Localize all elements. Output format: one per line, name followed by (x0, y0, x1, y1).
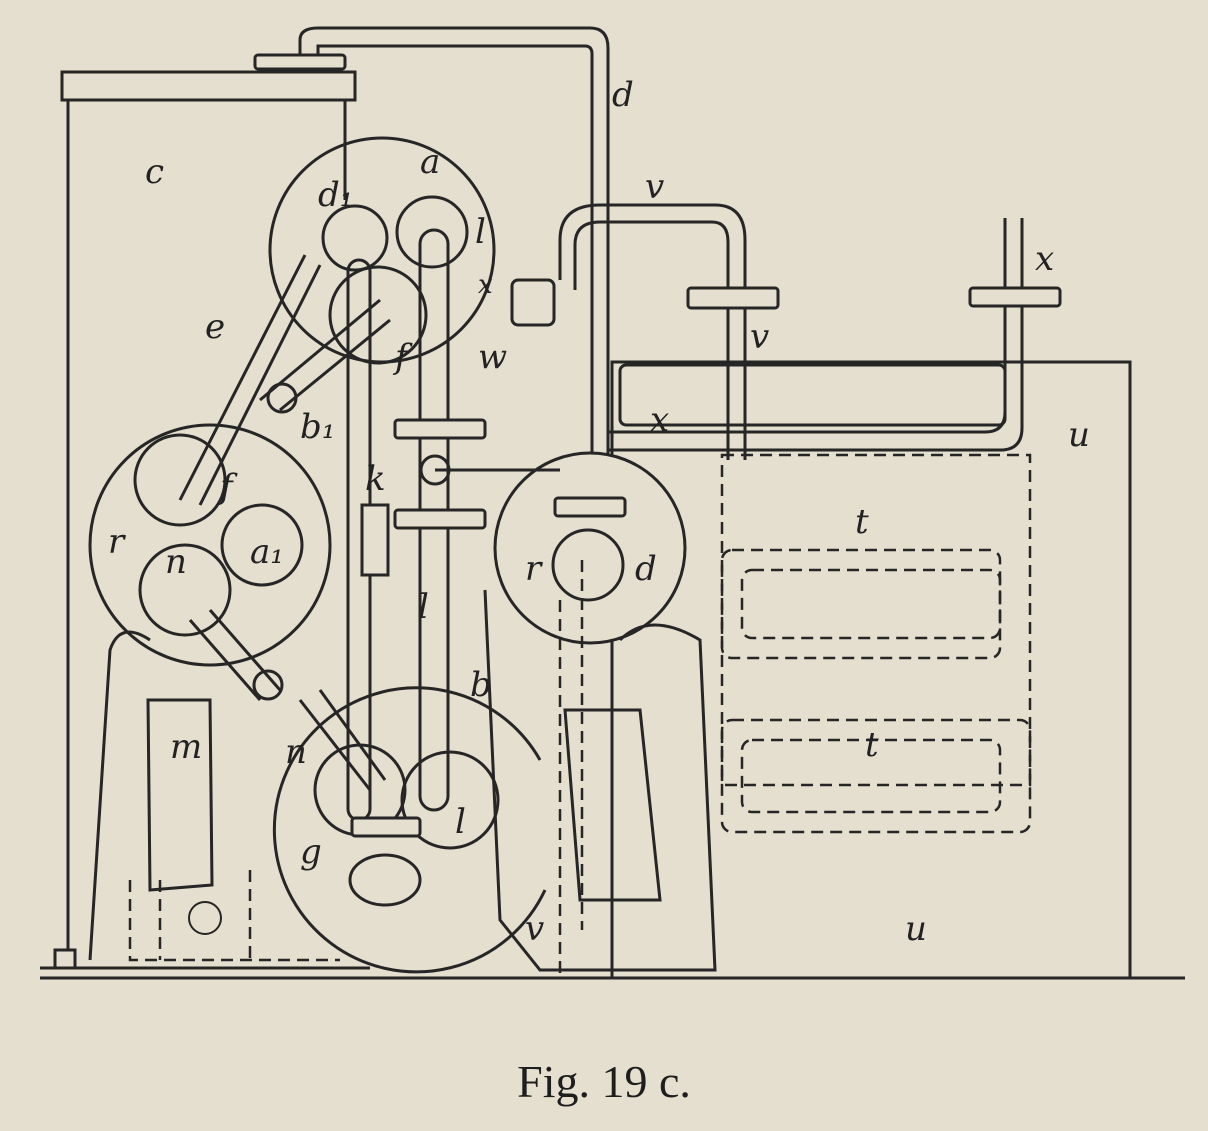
label-m: m (170, 727, 203, 767)
label-u-top: u (1068, 415, 1090, 455)
label-k: k (365, 459, 386, 499)
label-f-top: f (395, 337, 408, 377)
label-b1: b₁ (300, 407, 336, 447)
label-a: a (420, 142, 441, 182)
label-l-mid: l (418, 587, 429, 627)
label-r-right: r (525, 549, 542, 589)
label-x-small: x (478, 270, 493, 300)
label-n-left: n (165, 542, 187, 582)
label-l-low: l (455, 802, 466, 842)
label-v-top: v (645, 167, 665, 207)
label-t-top: t (855, 502, 869, 542)
figure-caption: Fig. 19 c. (517, 1056, 691, 1107)
label-e: e (205, 307, 226, 347)
frame (88, 560, 717, 978)
label-r-left: r (108, 522, 125, 562)
label-d1: d₁ (318, 175, 354, 215)
label-t-low: t (865, 725, 879, 765)
label-g: g (300, 832, 322, 872)
label-a1: a₁ (250, 532, 284, 572)
label-x-mid: x (650, 400, 670, 440)
label-d-top: d (612, 75, 634, 115)
pipe-d (253, 26, 610, 520)
wheel-r (493, 451, 687, 645)
label-v-low: v (525, 909, 545, 949)
wheel-f (88, 423, 332, 667)
label-v-mid: v (750, 317, 770, 357)
column-c (40, 70, 370, 970)
dashed-cells-t (720, 453, 1032, 834)
label-w: w (478, 337, 508, 377)
label-b: b (470, 665, 492, 705)
label-x-right: x (1035, 239, 1055, 279)
pipe-v (558, 203, 780, 460)
tank-u (610, 360, 1132, 980)
label-f-left: f (220, 467, 233, 507)
pipe-x (608, 218, 1062, 452)
label-l-top: l (475, 212, 486, 252)
label-c: c (145, 152, 165, 192)
label-n-low: n (285, 732, 307, 772)
rods (178, 228, 627, 838)
label-u-low: u (905, 909, 927, 949)
label-d-right: d (635, 549, 657, 589)
